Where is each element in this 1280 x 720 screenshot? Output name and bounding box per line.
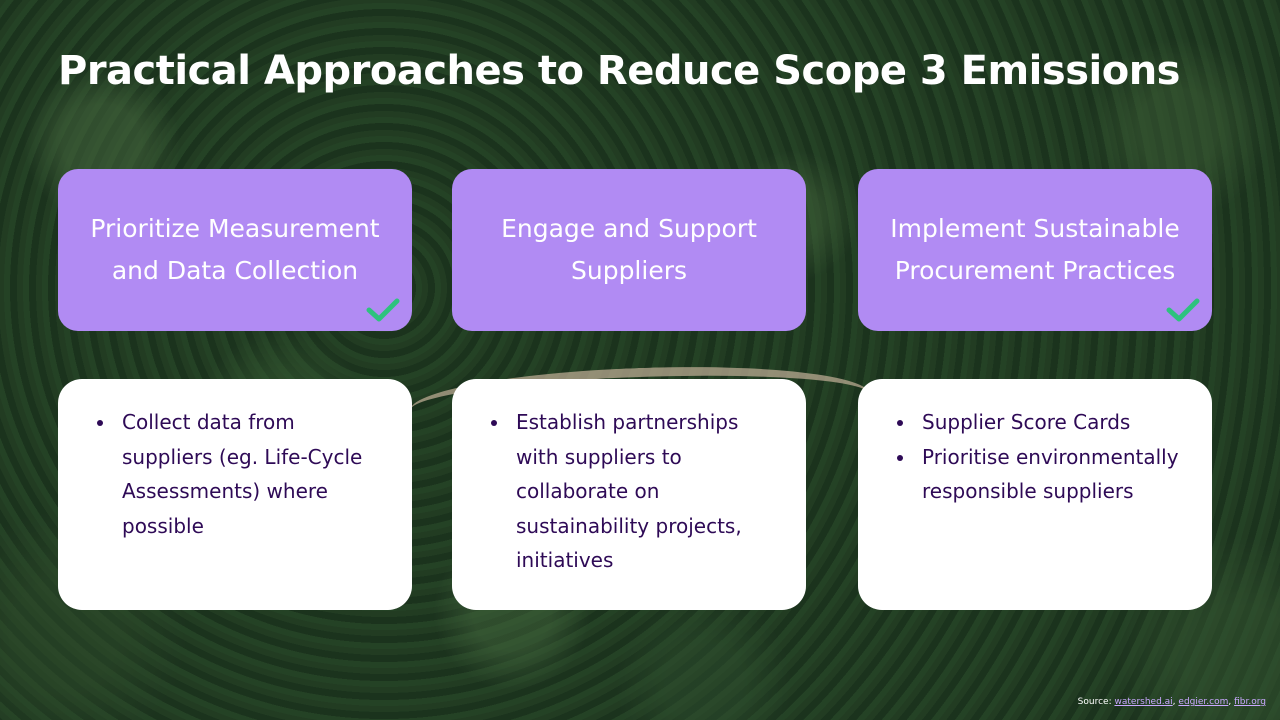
slide-title: Practical Approaches to Reduce Scope 3 E…	[58, 48, 1180, 94]
source-citation: Source: watershed.ai, edgier.com, fibr.o…	[1077, 697, 1266, 707]
bullet-item: Establish partnerships with suppliers to…	[488, 405, 776, 578]
approach-card-header-1: Prioritize Measurement and Data Collecti…	[58, 169, 412, 331]
approach-card-header-3: Implement Sustainable Procurement Practi…	[858, 169, 1212, 331]
bullet-list-2: Establish partnerships with suppliers to…	[488, 405, 776, 578]
source-label: Source:	[1077, 697, 1112, 707]
bullet-list-3: Supplier Score Cards Prioritise environm…	[894, 405, 1182, 509]
approach-heading-2: Engage and Support Suppliers	[501, 214, 757, 285]
approach-heading-1: Prioritize Measurement and Data Collecti…	[90, 214, 380, 285]
approach-heading-3: Implement Sustainable Procurement Practi…	[890, 214, 1180, 285]
approach-card-header-2: Engage and Support Suppliers	[452, 169, 806, 331]
bullet-item: Supplier Score Cards	[894, 405, 1182, 440]
bullet-list-1: Collect data from suppliers (eg. Life-Cy…	[94, 405, 382, 543]
check-icon	[1166, 298, 1200, 322]
source-link[interactable]: edgier.com	[1178, 697, 1229, 707]
bullet-item: Collect data from suppliers (eg. Life-Cy…	[94, 405, 382, 543]
approach-card-body-1: Collect data from suppliers (eg. Life-Cy…	[58, 379, 412, 610]
source-link[interactable]: fibr.org	[1234, 697, 1266, 707]
approach-card-body-2: Establish partnerships with suppliers to…	[452, 379, 806, 610]
source-link[interactable]: watershed.ai	[1114, 697, 1173, 707]
approach-card-body-3: Supplier Score Cards Prioritise environm…	[858, 379, 1212, 610]
bullet-item: Prioritise environmentally responsible s…	[894, 440, 1182, 509]
check-icon	[366, 298, 400, 322]
